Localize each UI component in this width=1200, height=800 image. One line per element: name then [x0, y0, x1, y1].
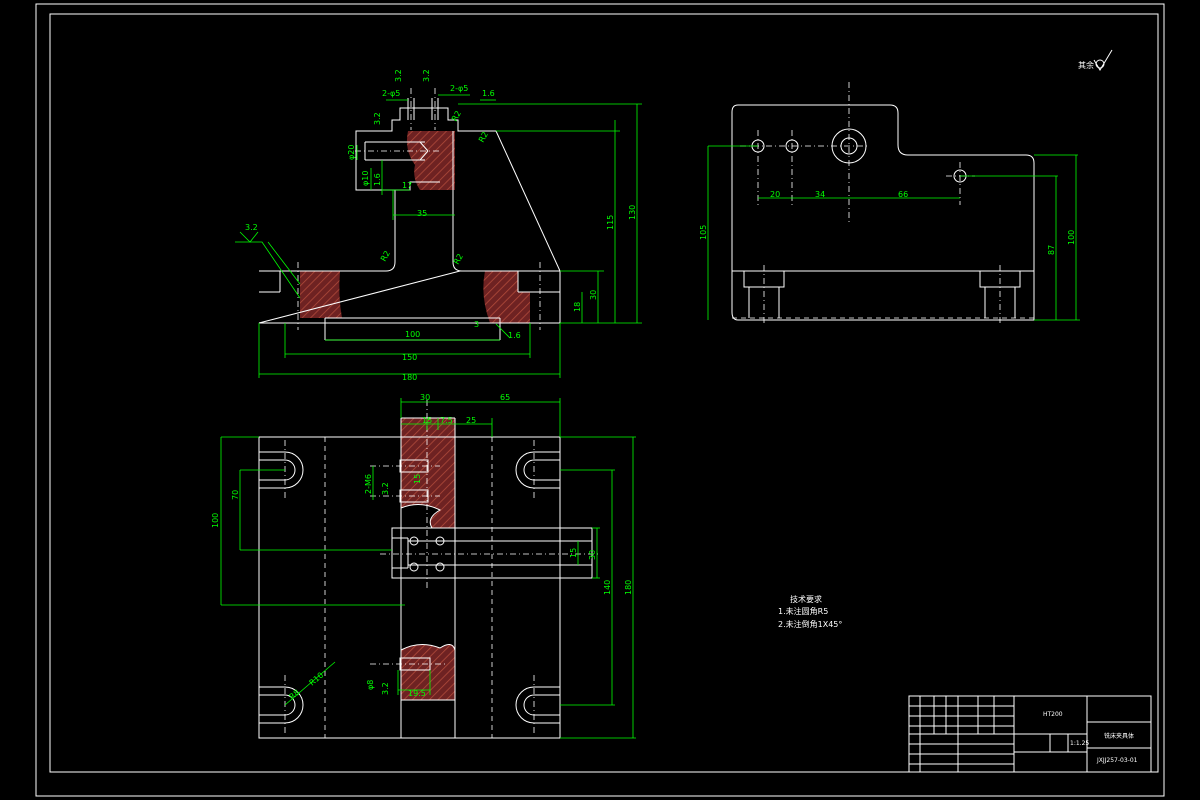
dim-34: 34 — [815, 190, 825, 199]
title-drawing-no: JXJJ257-03-01 — [1096, 757, 1138, 764]
roughness-3-2-d: 3.2 — [373, 112, 382, 125]
surface-finish-label: 其余 — [1078, 60, 1094, 70]
dim-15-top: 15 — [422, 416, 432, 425]
dim-holes-b: 2-φ5 — [450, 84, 468, 93]
roughness-top-a: 3.2 — [381, 482, 390, 495]
roughness-3-2-a: 3.2 — [245, 223, 258, 232]
dim-r2a: R2 — [379, 249, 392, 263]
side-view: 20 34 66 105 87 100 — [699, 82, 1080, 326]
dim-20: 20 — [770, 190, 780, 199]
dim-180-top: 180 — [624, 580, 633, 595]
tech-title: 技术要求 — [790, 594, 822, 604]
dim-100-side: 100 — [1067, 230, 1076, 245]
tech-item-1: 1.未注圆角R5 — [778, 606, 828, 616]
dim-66: 66 — [898, 190, 908, 199]
roughness-3-2-c: 3.2 — [422, 69, 431, 82]
dim-105: 105 — [699, 225, 708, 240]
side-outline — [731, 104, 1035, 321]
dim-180: 180 — [402, 373, 417, 382]
tech-item-2: 2.未注倒角1X45° — [778, 619, 842, 629]
dim-phi8: φ8 — [366, 680, 375, 690]
roughness-1-6-a: 1.6 — [482, 89, 495, 98]
dim-holes-a: 2-φ5 — [382, 89, 400, 98]
top-view: 30 65 15 7.5 25 100 70 140 180 15 30 2-M… — [211, 393, 636, 739]
section-left-base — [300, 271, 342, 318]
roughness-3-2-b: 3.2 — [394, 69, 403, 82]
title-scale: 1:1.25 — [1070, 740, 1089, 747]
section-upper-strip — [401, 418, 455, 528]
dim-130: 130 — [628, 205, 637, 220]
dim-phi10: φ10 — [361, 171, 370, 186]
dim-87: 87 — [1047, 245, 1056, 255]
section-top — [406, 131, 455, 190]
dim-3: 3 — [474, 320, 479, 329]
dim-115: 115 — [606, 215, 615, 230]
dim-2-m6: 2-M6 — [364, 474, 373, 494]
dim-30: 30 — [589, 290, 598, 300]
title-block: HT200 铣床夹具体 JXJJ257-03-01 1:1.25 — [908, 695, 1152, 773]
dim-30b: 30 — [588, 550, 597, 560]
dim-7-5: 7.5 — [440, 416, 453, 425]
dim-140: 140 — [603, 580, 612, 595]
dim-r2d: R2 — [450, 109, 463, 123]
u-slot-br — [515, 686, 560, 724]
title-material: HT200 — [1043, 711, 1063, 718]
outer-border — [35, 3, 1165, 797]
u-slot-tl — [259, 451, 304, 489]
dim-25: 25 — [466, 416, 476, 425]
dim-65: 65 — [500, 393, 510, 402]
dim-15b: 15 — [569, 548, 578, 558]
dim-phi20: φ20 — [347, 145, 356, 160]
dim-15c: 15 — [413, 474, 422, 484]
column-outline — [355, 107, 561, 272]
dim-35: 35 — [417, 209, 427, 218]
front-view: 100 150 180 35 17 30 18 115 130 3 R2 R2 … — [235, 69, 642, 382]
dim-17: 17 — [402, 181, 412, 190]
dim-19-5: 19.5 — [408, 689, 426, 698]
title-part-name: 铣床夹具体 — [1104, 732, 1134, 740]
section-right-base — [483, 271, 530, 323]
dim-70: 70 — [231, 490, 240, 500]
top-base-outline — [258, 436, 561, 739]
roughness-top-b: 3.2 — [381, 682, 390, 695]
tech-requirements: 技术要求 1.未注圆角R5 2.未注倒角1X45° — [778, 594, 842, 629]
inner-frame — [49, 13, 1159, 773]
dim-18: 18 — [573, 302, 582, 312]
dim-30-top: 30 — [420, 393, 430, 402]
roughness-1-6-c: 1.6 — [508, 331, 521, 340]
dim-100-top: 100 — [211, 513, 220, 528]
u-slot-tr — [515, 451, 560, 489]
dim-r8: R8 — [288, 688, 302, 702]
surface-finish-note: 其余 — [1078, 49, 1113, 71]
dim-r2c: R2 — [477, 130, 490, 144]
roughness-1-6-b: 1.6 — [373, 173, 382, 186]
dim-100: 100 — [405, 330, 420, 339]
dim-r2b: R2 — [452, 252, 465, 266]
dim-150: 150 — [402, 353, 417, 362]
u-slot-bl — [259, 686, 304, 724]
